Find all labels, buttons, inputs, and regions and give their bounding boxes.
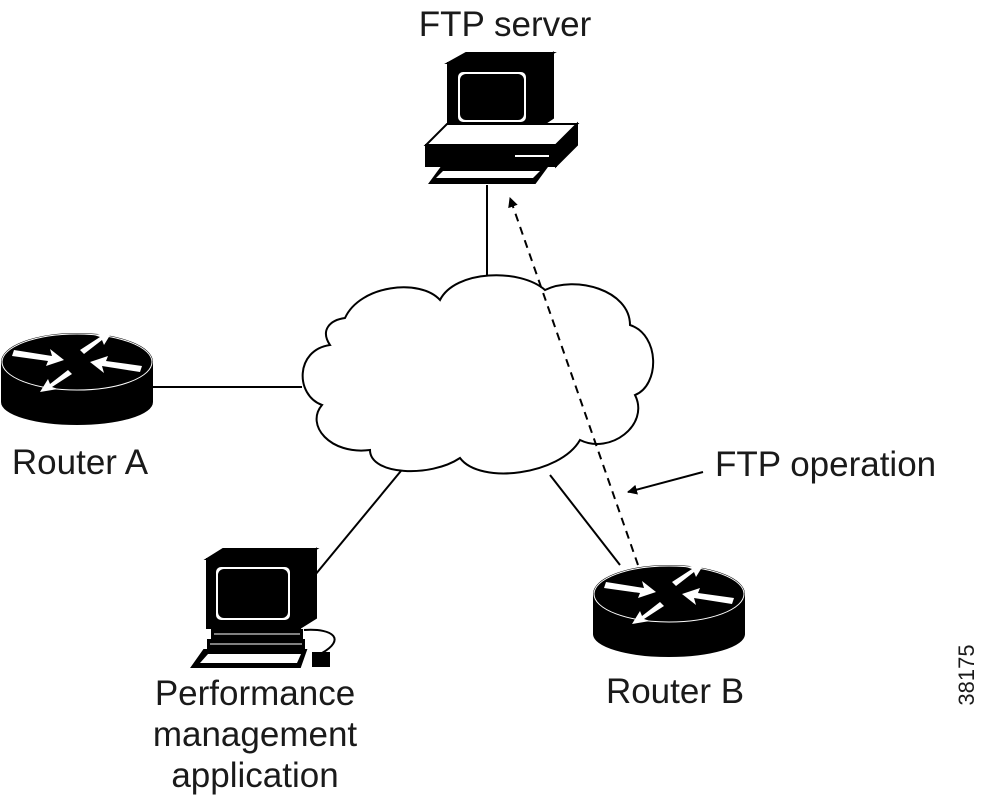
ftp-server-label: FTP server [419,5,592,44]
pm-app-label-line3: application [171,756,338,795]
router-b-label: Router B [606,672,744,711]
router-a-label: Router A [12,443,149,482]
pm-workstation-icon [190,547,336,668]
connection-lines [150,185,621,576]
network-cloud-icon [301,274,655,475]
ftp-operation-pointer [627,471,704,495]
router-a-icon [0,332,153,425]
link-router-b-cloud [549,474,621,566]
pm-app-label-line2: management [153,715,358,754]
link-pm-app-cloud [314,459,411,576]
ftp-operation-path [508,197,639,566]
ftp-server-icon [423,51,580,184]
router-b-icon [593,564,745,657]
ftp-operation-label: FTP operation [715,445,936,484]
figure-id: 38175 [954,644,979,705]
pm-app-label-line1: Performance [155,674,355,713]
